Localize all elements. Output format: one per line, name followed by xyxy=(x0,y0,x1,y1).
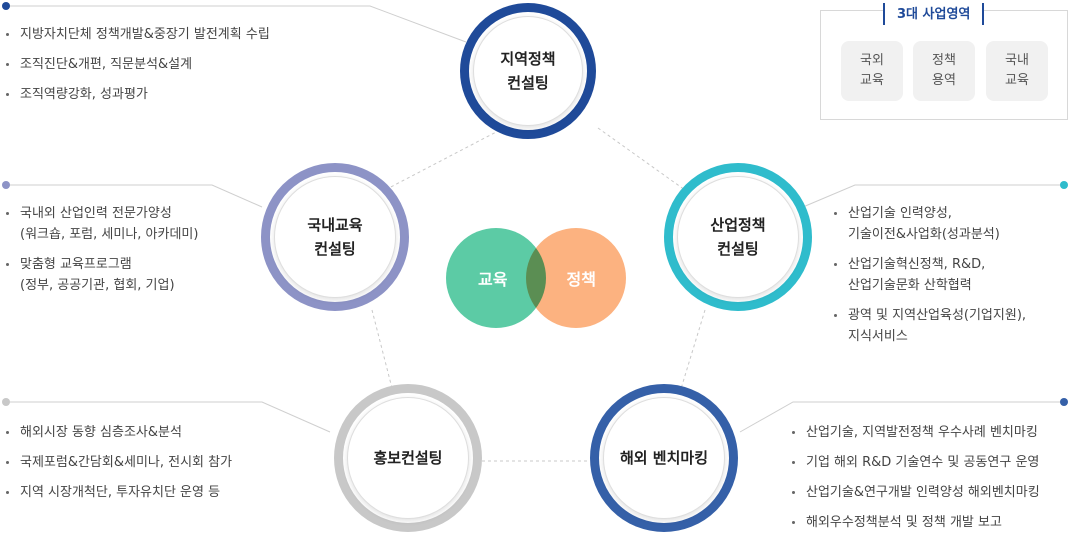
list-regional-policy: 지방자치단체 정책개발&중장기 발전계획 수립 조직진단&개편, 직문분석&설계… xyxy=(6,24,366,114)
dashed-connector xyxy=(679,309,706,393)
node-inner-ring xyxy=(677,176,799,298)
legend-chip-policy-service: 정책 용역 xyxy=(913,41,975,101)
leader-dot xyxy=(2,181,10,189)
node-label: 국내교육 컨설팅 xyxy=(307,216,363,258)
venn-label-education: 교육 xyxy=(478,270,508,289)
leader-line xyxy=(802,184,1064,208)
node-inner-ring xyxy=(603,397,725,519)
dashed-connector xyxy=(384,129,501,191)
leader-dot xyxy=(1060,398,1068,406)
list-item: 지방자치단체 정책개발&중장기 발전계획 수립 xyxy=(6,24,366,45)
list-item: 해외우수정책분석 및 정책 개발 보고 xyxy=(792,512,1068,533)
legend-title: 3대 사업영역 xyxy=(897,7,971,22)
list-item: 조직진단&개편, 직문분석&설계 xyxy=(6,54,366,75)
list-item: 국내외 산업인력 전문가양성 (워크숍, 포럼, 세미나, 아카데미) xyxy=(6,203,256,245)
list-item: 산업기술 인력양성, 기술이전&사업화(성과분석) xyxy=(834,203,1066,245)
list-item: 광역 및 지역산업육성(기업지원), 지식서비스 xyxy=(834,305,1066,347)
list-domestic-edu: 국내외 산업인력 전문가양성 (워크숍, 포럼, 세미나, 아카데미) 맞춤형 … xyxy=(6,203,256,305)
leader-line xyxy=(6,184,263,208)
list-benchmarking: 산업기술, 지역발전정책 우수사례 벤치마킹 기업 해외 R&D 기술연수 및 … xyxy=(792,422,1068,542)
list-item: 산업기술혁신정책, R&D, 산업기술문화 산학협력 xyxy=(834,254,1066,296)
list-item: 해외시장 동향 심층조사&분석 xyxy=(6,422,316,443)
leader-line xyxy=(6,5,467,43)
node-regional-policy: 지역정책 컨설팅 xyxy=(460,3,596,139)
node-inner-ring xyxy=(274,176,396,298)
node-domestic-edu: 국내교육 컨설팅 xyxy=(261,163,409,311)
list-pr: 해외시장 동향 심층조사&분석 국제포럼&간담회&세미나, 전시회 참가 지역 … xyxy=(6,422,316,512)
list-item: 국제포럼&간담회&세미나, 전시회 참가 xyxy=(6,452,316,473)
leader-line xyxy=(739,401,1064,433)
node-pr: 홍보컨설팅 xyxy=(334,384,482,532)
leader-dot xyxy=(1060,181,1068,189)
node-label: 산업정책 컨설팅 xyxy=(710,216,766,258)
list-item: 기업 해외 R&D 기술연수 및 공동연구 운영 xyxy=(792,452,1068,473)
legend-chip-domestic-edu: 국내 교육 xyxy=(986,41,1048,101)
list-item: 맞춤형 교육프로그램 (정부, 공공기관, 협회, 기업) xyxy=(6,254,256,296)
list-item: 산업기술, 지역발전정책 우수사례 벤치마킹 xyxy=(792,422,1068,443)
node-industry-policy: 산업정책 컨설팅 xyxy=(664,163,812,311)
node-label: 홍보컨설팅 xyxy=(373,449,443,467)
node-inner-ring xyxy=(473,16,583,126)
node-benchmarking: 해외 벤치마킹 xyxy=(590,384,738,532)
venn-label-policy: 정책 xyxy=(566,270,596,289)
legend-title-wrap: 3대 사업영역 xyxy=(883,3,985,25)
dashed-connector xyxy=(597,127,686,191)
list-item: 조직역량강화, 성과평가 xyxy=(6,84,366,105)
leader-dot xyxy=(2,2,10,10)
node-label: 지역정책 컨설팅 xyxy=(500,50,556,92)
list-industry-policy: 산업기술 인력양성, 기술이전&사업화(성과분석) 산업기술혁신정책, R&D,… xyxy=(834,203,1066,356)
list-item: 산업기술&연구개발 인력양성 해외벤치마킹 xyxy=(792,482,1068,503)
legend-chip-overseas-edu: 국외 교육 xyxy=(841,41,903,101)
leader-line xyxy=(6,401,331,433)
dashed-connector xyxy=(371,309,394,393)
leader-dot xyxy=(2,398,10,406)
node-inner-ring xyxy=(347,397,469,519)
node-label: 해외 벤치마킹 xyxy=(619,449,709,467)
business-area-legend: 3대 사업영역 국외 교육 정책 용역 국내 교육 xyxy=(820,3,1068,120)
list-item: 지역 시장개척단, 투자유치단 운영 등 xyxy=(6,482,316,503)
venn-circle-policy: 정책 xyxy=(526,228,626,328)
